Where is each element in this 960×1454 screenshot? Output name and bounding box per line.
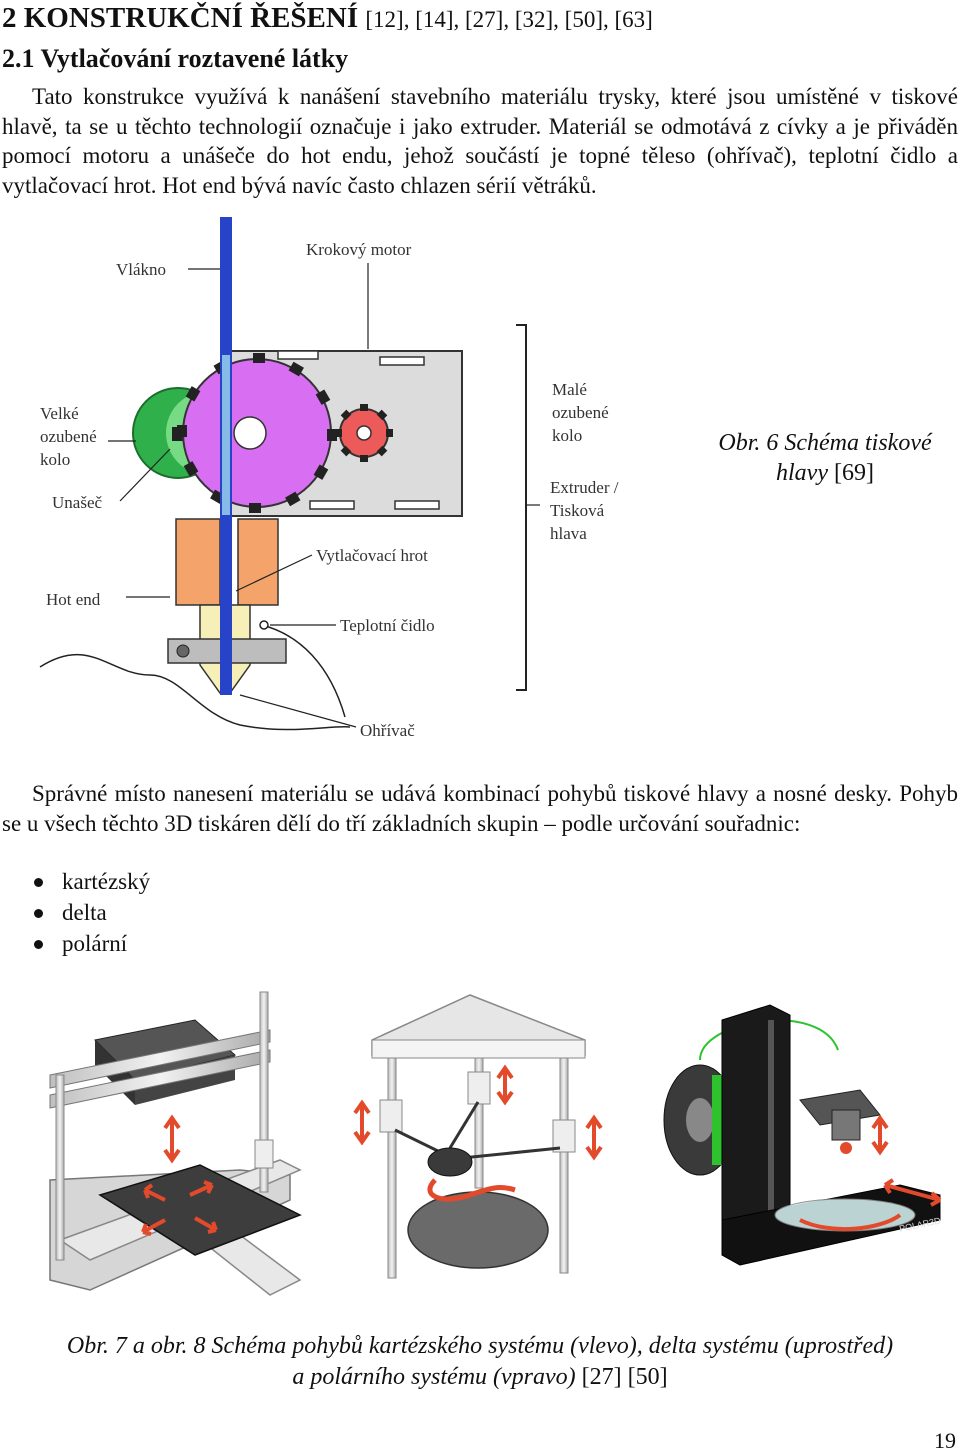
label-krokovy-motor: Krokový motor <box>306 240 412 259</box>
polar-printer: POLAR3D <box>663 1004 942 1266</box>
figure6-caption-ref: [69] <box>834 460 874 486</box>
arrow-icon <box>496 1064 514 1106</box>
list-item: delta <box>28 897 150 928</box>
label-teplotni-cidlo: Teplotní čidlo <box>340 616 435 635</box>
list-item: kartézský <box>28 866 150 897</box>
page-number: 19 <box>934 1428 956 1453</box>
label-male-kolo-2: ozubené <box>552 403 609 422</box>
label-unasec: Unašeč <box>52 493 102 512</box>
section-heading: 2.1 Vytlačování roztavené látky <box>2 44 349 73</box>
rotating-platform <box>774 1198 916 1232</box>
arrow-icon <box>799 1213 902 1231</box>
small-gear <box>335 404 393 462</box>
arrow-icon <box>585 1114 603 1161</box>
label-ohrivac: Ohřívač <box>360 721 415 740</box>
figure78-caption-line2: a polárního systému (vpravo) <box>292 1364 576 1390</box>
figure6-caption-line2: hlavy <box>776 460 828 486</box>
label-velke-kolo-2: ozubené <box>40 427 97 446</box>
chapter-references: [12], [14], [27], [32], [50], [63] <box>365 7 653 32</box>
coordinate-systems-list: kartézský delta polární <box>28 866 150 959</box>
arrow-icon <box>353 1099 371 1146</box>
label-extruder-3: hlava <box>550 524 587 543</box>
intro-paragraph-text: Tato konstrukce využívá k nanášení stave… <box>2 84 958 198</box>
figure78-caption-refs: [27] [50] <box>581 1364 668 1390</box>
label-vytlacovaci-hrot: Vytlačovací hrot <box>316 546 428 565</box>
chapter-title: 2 KONSTRUKČNÍ ŘEŠENÍ <box>2 2 359 34</box>
intro-paragraph: Tato konstrukce využívá k nanášení stave… <box>2 82 958 200</box>
figure6-caption: Obr. 6 Schéma tiskové hlavy [69] <box>700 428 950 488</box>
figure78-caption: Obr. 7 a obr. 8 Schéma pohybů kartézskéh… <box>0 1331 960 1393</box>
chapter-heading: 2 KONSTRUKČNÍ ŘEŠENÍ [12], [14], [27], [… <box>2 2 653 35</box>
arrow-icon <box>427 1178 516 1202</box>
arrow-icon <box>141 1180 218 1236</box>
cartesian-printer <box>49 991 302 1296</box>
label-male-kolo-3: kolo <box>552 426 582 445</box>
label-extruder-1: Extruder / <box>550 478 619 497</box>
movement-paragraph-text: Správné místo nanesení materiálu se udáv… <box>2 781 958 836</box>
arrow-icon <box>871 1114 889 1156</box>
delta-printer <box>353 994 603 1279</box>
figure6-caption-line1: Obr. 6 Schéma tiskové <box>718 430 932 456</box>
arrow-icon <box>163 1114 181 1164</box>
printer-systems-figure: POLAR3D <box>49 991 942 1296</box>
label-vlakno: Vlákno <box>116 260 166 279</box>
arrow-icon <box>883 1178 942 1207</box>
label-hot-end: Hot end <box>46 590 101 609</box>
label-velke-kolo-3: kolo <box>40 450 70 469</box>
extruder-schematic-figure: Vlákno Krokový motor Velké ozubené kolo … <box>39 217 619 740</box>
label-male-kolo-1: Malé <box>552 380 587 399</box>
list-item: polární <box>28 928 150 959</box>
label-velke-kolo-1: Velké <box>40 404 79 423</box>
figure78-caption-line1: Obr. 7 a obr. 8 Schéma pohybů kartézskéh… <box>66 1333 894 1359</box>
label-extruder-2: Tisková <box>550 501 605 520</box>
round-build-plate <box>407 1191 549 1269</box>
movement-paragraph: Správné místo nanesení materiálu se udáv… <box>2 779 958 838</box>
